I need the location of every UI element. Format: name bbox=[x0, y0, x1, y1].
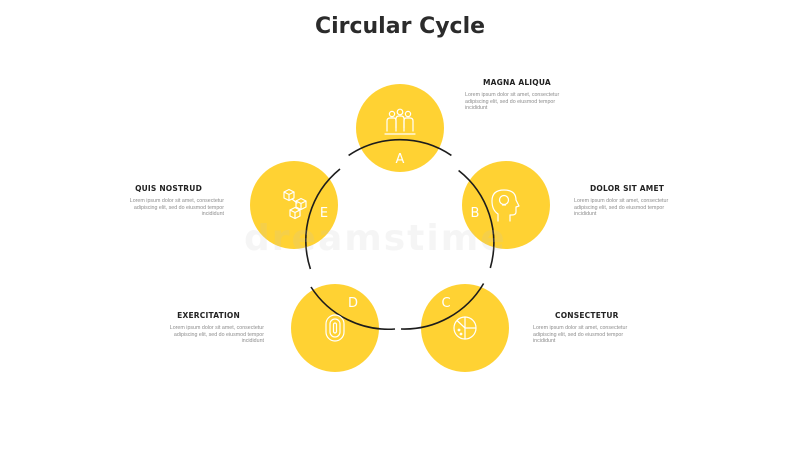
watermark: dreamstime bbox=[244, 218, 507, 259]
node-e-letter: E bbox=[320, 206, 328, 221]
step-c-block: CONSECTETUR Lorem ipsum dolor sit amet, … bbox=[533, 311, 635, 345]
step-c-text: Lorem ipsum dolor sit amet, consectetur … bbox=[533, 325, 628, 345]
step-b-heading: DOLOR SIT AMET bbox=[590, 184, 665, 193]
step-c-heading: CONSECTETUR bbox=[555, 311, 619, 320]
cycle-ring bbox=[305, 138, 495, 331]
step-d-heading: EXERCITATION bbox=[177, 311, 240, 320]
node-d-circle bbox=[291, 284, 379, 372]
step-b-block: DOLOR SIT AMET Lorem ipsum dolor sit ame… bbox=[574, 184, 676, 218]
step-a-text: Lorem ipsum dolor sit amet, consectetur … bbox=[465, 92, 560, 112]
fingerprint-icon bbox=[325, 314, 345, 342]
step-b-text: Lorem ipsum dolor sit amet, consectetur … bbox=[574, 198, 669, 218]
node-a-circle bbox=[356, 84, 444, 172]
step-d-text: Lorem ipsum dolor sit amet, consectetur … bbox=[169, 325, 264, 345]
diagram-title: Circular Cycle bbox=[314, 14, 486, 39]
node-e-circle bbox=[250, 161, 338, 249]
cubes-network-icon bbox=[283, 188, 307, 220]
step-e-block: QUIS NOSTRUD Lorem ipsum dolor sit amet,… bbox=[120, 184, 224, 218]
node-c-letter: C bbox=[441, 296, 450, 311]
step-d-block: EXERCITATION Lorem ipsum dolor sit amet,… bbox=[160, 311, 264, 345]
node-b-letter: B bbox=[471, 206, 480, 221]
pie-chart-icon bbox=[453, 316, 477, 340]
step-e-text: Lorem ipsum dolor sit amet, consectetur … bbox=[129, 198, 224, 218]
head-idea-icon bbox=[491, 189, 520, 222]
node-a-letter: A bbox=[396, 152, 405, 167]
step-a-heading: MAGNA ALIQUA bbox=[483, 78, 551, 87]
step-e-heading: QUIS NOSTRUD bbox=[135, 184, 202, 193]
team-icon bbox=[384, 108, 416, 135]
node-d-letter: D bbox=[348, 296, 358, 311]
step-a-block: MAGNA ALIQUA Lorem ipsum dolor sit amet,… bbox=[465, 78, 567, 112]
